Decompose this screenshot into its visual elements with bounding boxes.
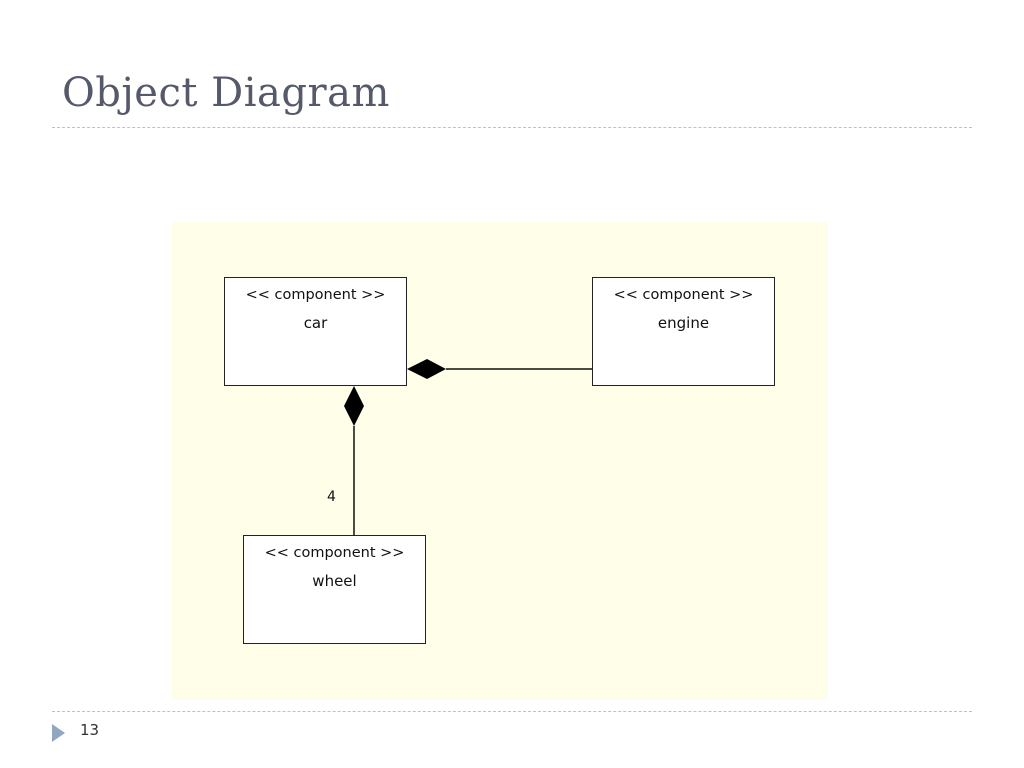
engine-component-box: << component >> engine (592, 277, 775, 386)
wheel-name: wheel (312, 572, 357, 590)
slide-title: Object Diagram (62, 70, 390, 116)
triangle-right-icon (52, 724, 65, 742)
page-number: 13 (80, 721, 100, 739)
wheel-stereotype: << component >> (264, 545, 405, 561)
wheel-multiplicity-label: 4 (327, 489, 336, 505)
title-divider (52, 127, 972, 128)
car-name: car (303, 314, 328, 332)
car-stereotype: << component >> (245, 287, 386, 303)
engine-stereotype: << component >> (613, 287, 754, 303)
engine-name: engine (657, 314, 710, 332)
footer-divider (52, 711, 972, 712)
car-component-box: << component >> car (224, 277, 407, 386)
wheel-component-box: << component >> wheel (243, 535, 426, 644)
